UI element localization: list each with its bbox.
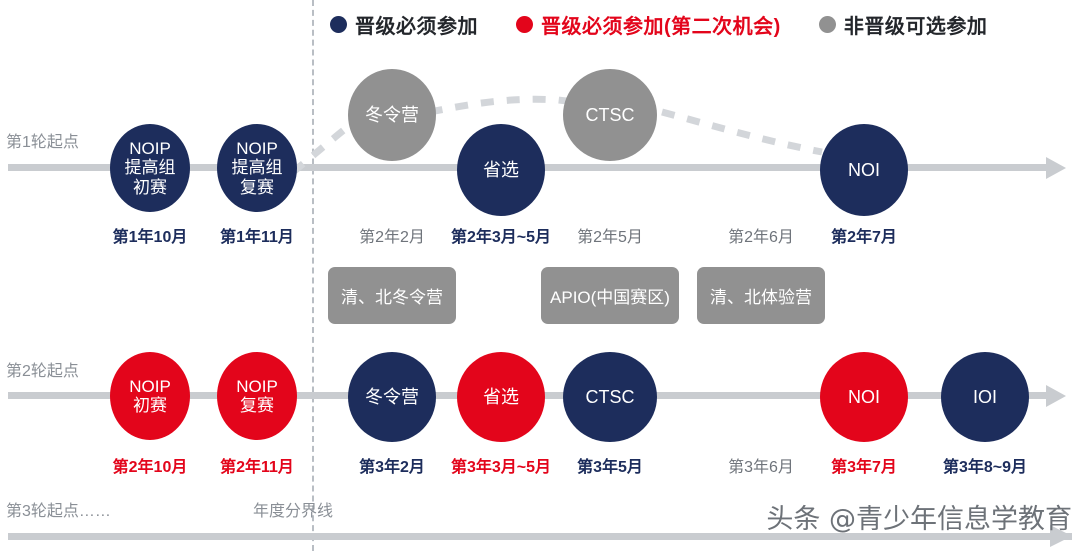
node-line: 省选 [483, 386, 519, 407]
node-noi-row2[interactable]: NOI [820, 352, 908, 442]
node-line: CTSC [585, 386, 635, 407]
year-divider-label: 年度分界线 [253, 503, 334, 520]
node-line: 初赛 [133, 396, 167, 415]
caption-row1-0: 第1年10月 [112, 229, 188, 246]
legend-dot-navy-icon [330, 16, 347, 33]
caption-row2-0: 第2年10月 [112, 459, 188, 476]
legend-label-required-second-chance: 晋级必须参加(第二次机会) [541, 16, 781, 38]
row3-start-label: 第3轮起点…… [6, 503, 111, 520]
year-divider-line [312, 0, 314, 551]
optional-box-apio[interactable]: APIO(中国赛区) [541, 267, 679, 324]
caption-row1-2: 第2年2月 [359, 229, 425, 246]
caption-row1-6: 第2年7月 [831, 229, 897, 246]
node-line: 复赛 [240, 177, 274, 197]
node-line: 初赛 [133, 177, 167, 197]
caption-row1-5: 第2年6月 [728, 229, 794, 246]
legend-item-optional: 非晋级可选参加 [818, 10, 988, 39]
legend-label-optional: 非晋级可选参加 [843, 16, 988, 38]
caption-row2-2: 第3年2月 [359, 459, 425, 476]
node-line: 复赛 [240, 396, 274, 415]
node-ctsc-row2[interactable]: CTSC [563, 352, 657, 442]
optional-box-label: APIO(中国赛区) [550, 288, 670, 307]
legend: 晋级必须参加 晋级必须参加(第二次机会) 非晋级可选参加 [330, 10, 987, 39]
legend-item-required: 晋级必须参加 [330, 10, 478, 39]
node-line: 提高组 [124, 158, 176, 178]
legend-item-required-second-chance: 晋级必须参加(第二次机会) [516, 10, 781, 39]
node-line: NOIP [129, 138, 171, 158]
optional-box-label: 清、北体验营 [710, 288, 812, 307]
row2-axis-arrow-icon [1046, 385, 1066, 407]
node-line: 冬令营 [365, 386, 419, 407]
caption-row1-1: 第1年11月 [220, 229, 294, 246]
node-line: IOI [972, 386, 997, 407]
row2-start-label: 第2轮起点 [6, 363, 79, 380]
caption-row2-7: 第3年8~9月 [942, 459, 1028, 476]
caption-row1-4: 第2年5月 [577, 229, 643, 246]
node-provincial-selection-row1[interactable]: 省选 [457, 124, 545, 216]
node-ioi-row2[interactable]: IOI [941, 352, 1029, 442]
caption-row2-1: 第2年11月 [220, 459, 294, 476]
node-line: NOIP [236, 376, 278, 396]
optional-box-qingbei-winter-camp[interactable]: 清、北冬令营 [328, 267, 456, 324]
node-line: NOIP [129, 376, 171, 396]
node-noip-prelim-row2[interactable]: NOIP 初赛 [110, 352, 190, 440]
caption-row2-5: 第3年6月 [728, 459, 794, 476]
node-line: NOI [847, 159, 880, 180]
node-line: 提高组 [231, 158, 283, 178]
row1-start-label: 第1轮起点 [6, 134, 79, 151]
caption-row2-3: 第3年3月~5月 [450, 459, 552, 476]
node-line: NOIP [236, 138, 278, 158]
row1-axis-arrow-icon [1046, 157, 1066, 179]
optional-box-label: 清、北冬令营 [341, 288, 443, 307]
optional-box-qingbei-experience-camp[interactable]: 清、北体验营 [697, 267, 825, 324]
node-winter-camp-optional[interactable]: 冬令营 [348, 69, 436, 161]
node-provincial-selection-row2[interactable]: 省选 [457, 352, 545, 442]
node-winter-camp-row2[interactable]: 冬令营 [348, 352, 436, 442]
node-noip-senior-final[interactable]: NOIP 提高组 复赛 [217, 124, 297, 212]
node-line: NOI [847, 386, 880, 407]
node-ctsc-optional[interactable]: CTSC [563, 69, 657, 161]
node-line: 冬令营 [365, 104, 419, 125]
node-line: CTSC [585, 104, 635, 125]
node-noip-senior-prelim[interactable]: NOIP 提高组 初赛 [110, 124, 190, 212]
legend-label-required: 晋级必须参加 [355, 16, 478, 38]
legend-dot-red-icon [516, 16, 533, 33]
watermark-text: 头条 @青少年信息学教育 [766, 504, 1072, 535]
legend-dot-gray-icon [818, 16, 836, 33]
caption-row2-6: 第3年7月 [831, 459, 897, 476]
caption-row1-3: 第2年3月~5月 [450, 229, 552, 246]
node-noi-row1[interactable]: NOI [820, 124, 908, 216]
node-noip-final-row2[interactable]: NOIP 复赛 [217, 352, 297, 440]
caption-row2-4: 第3年5月 [577, 459, 643, 476]
node-line: 省选 [483, 159, 519, 180]
baseline-axis [8, 533, 1072, 540]
baseline-arrow-icon [1050, 525, 1072, 547]
